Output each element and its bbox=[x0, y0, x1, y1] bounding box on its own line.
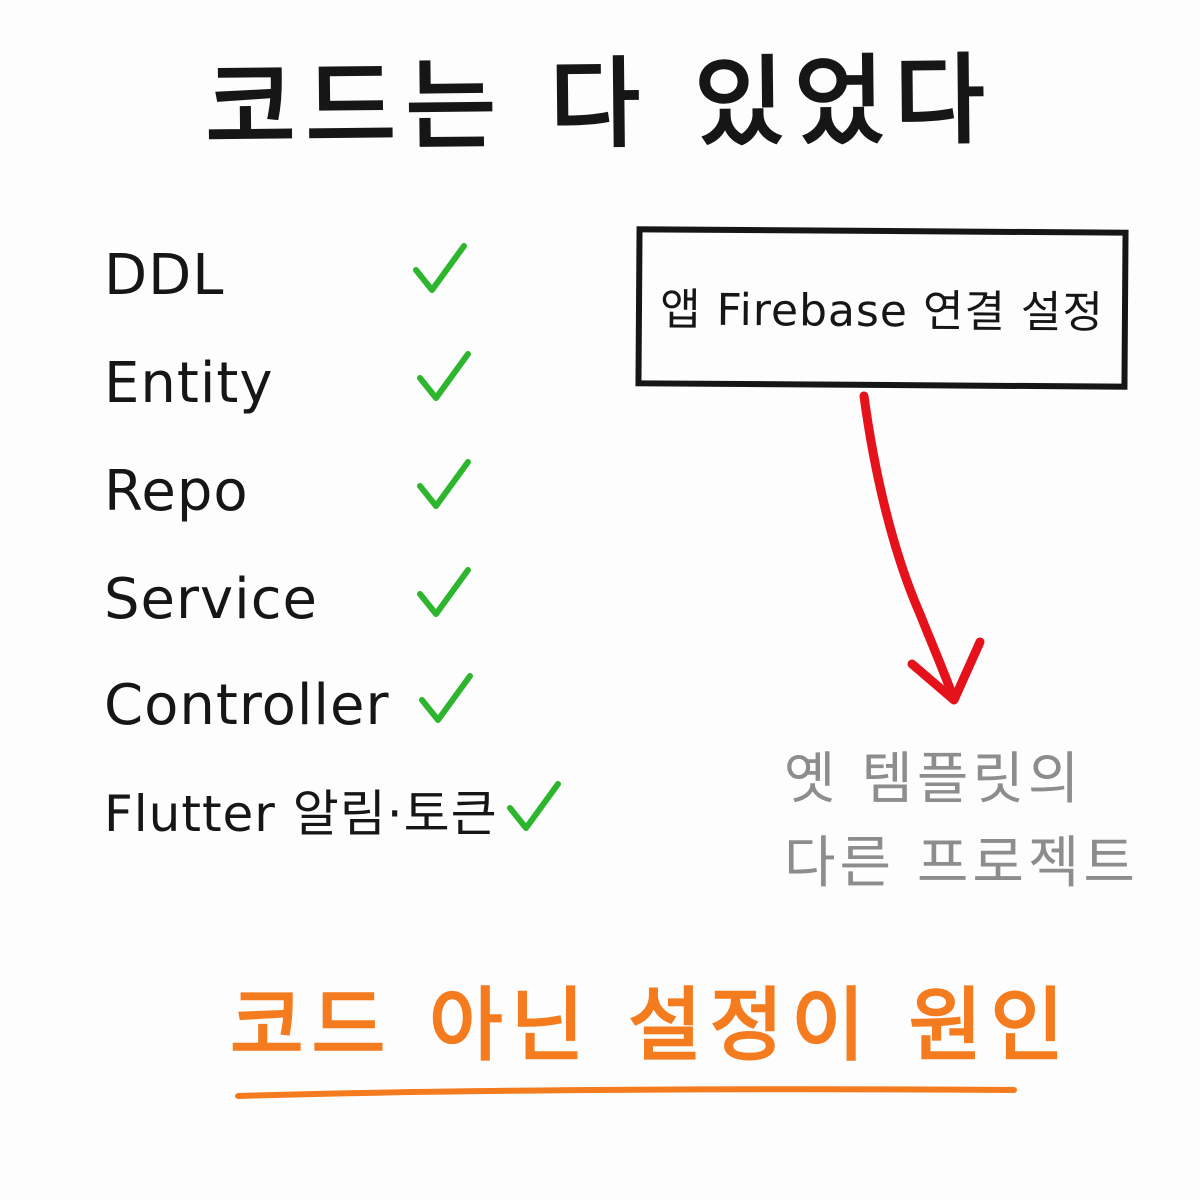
checklist-item-label: Service bbox=[104, 567, 318, 632]
conclusion-text: 코드 아닌 설정이 원인 bbox=[230, 979, 1072, 1072]
checklist-item-entity: Entity bbox=[104, 344, 584, 424]
checklist-item-label: Flutter 알림·토큰 bbox=[104, 785, 498, 843]
old-template-note-line-1: 옛 템플릿의 bbox=[784, 747, 1084, 812]
check-icon bbox=[416, 670, 476, 730]
checklist-item-label: Entity bbox=[104, 351, 274, 416]
checklist-item-label: DDL bbox=[104, 243, 225, 308]
checklist-item-label: Repo bbox=[104, 459, 249, 524]
check-icon bbox=[504, 778, 564, 838]
conclusion-underline bbox=[235, 1086, 1017, 1099]
check-icon bbox=[414, 564, 474, 624]
old-template-note: 옛 템플릿의 다른 프로젝트 bbox=[784, 738, 1139, 906]
firebase-config-box: 앱 Firebase 연결 설정 bbox=[635, 226, 1129, 390]
checklist-item-controller: Controller bbox=[104, 666, 584, 746]
conclusion: 코드 아닌 설정이 원인 bbox=[230, 976, 1072, 1106]
checklist: DDL Entity Repo Service Controller Flutt… bbox=[104, 236, 584, 856]
checklist-item-flutter: Flutter 알림·토큰 bbox=[104, 774, 584, 854]
red-arrow-icon bbox=[859, 391, 985, 705]
title: 코드는 다 있었다 bbox=[204, 43, 996, 167]
old-template-note-line-2: 다른 프로젝트 bbox=[784, 831, 1139, 896]
checklist-item-service: Service bbox=[104, 560, 584, 640]
firebase-config-label: 앱 Firebase 연결 설정 bbox=[659, 284, 1105, 339]
checklist-item-label: Controller bbox=[104, 673, 390, 738]
check-icon bbox=[414, 348, 474, 408]
checklist-item-ddl: DDL bbox=[104, 236, 584, 316]
checklist-item-repo: Repo bbox=[104, 452, 584, 532]
check-icon bbox=[410, 240, 470, 300]
check-icon bbox=[414, 456, 474, 516]
